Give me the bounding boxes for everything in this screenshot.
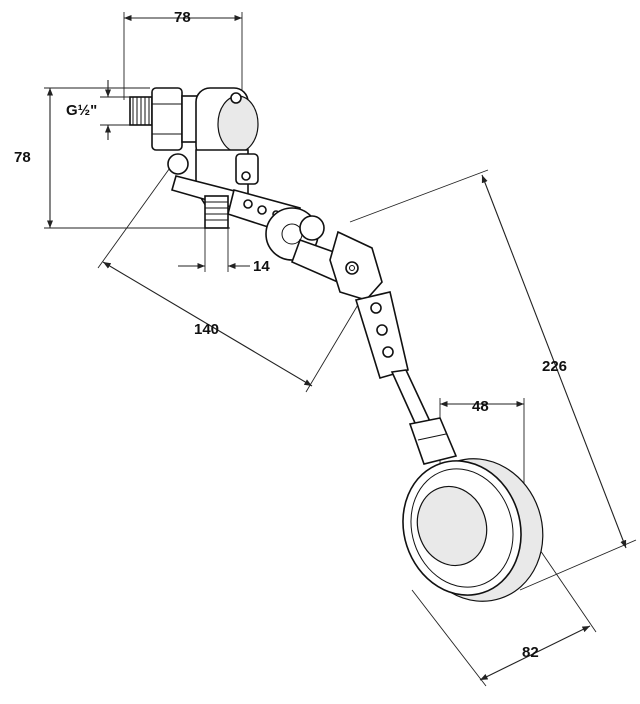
- float-depth-label: 48: [472, 398, 489, 415]
- arm-length-label: 140: [194, 321, 219, 338]
- outlet-diameter-label: 14: [253, 258, 270, 275]
- valve-width-label: 78: [174, 9, 191, 26]
- float-ball: [402, 458, 544, 602]
- thread-label: G½": [66, 102, 97, 119]
- total-length-label: 226: [542, 358, 567, 375]
- float-valve-body: [129, 87, 458, 465]
- float-diameter-label: 82: [522, 644, 539, 661]
- valve-height-label: 78: [14, 149, 31, 166]
